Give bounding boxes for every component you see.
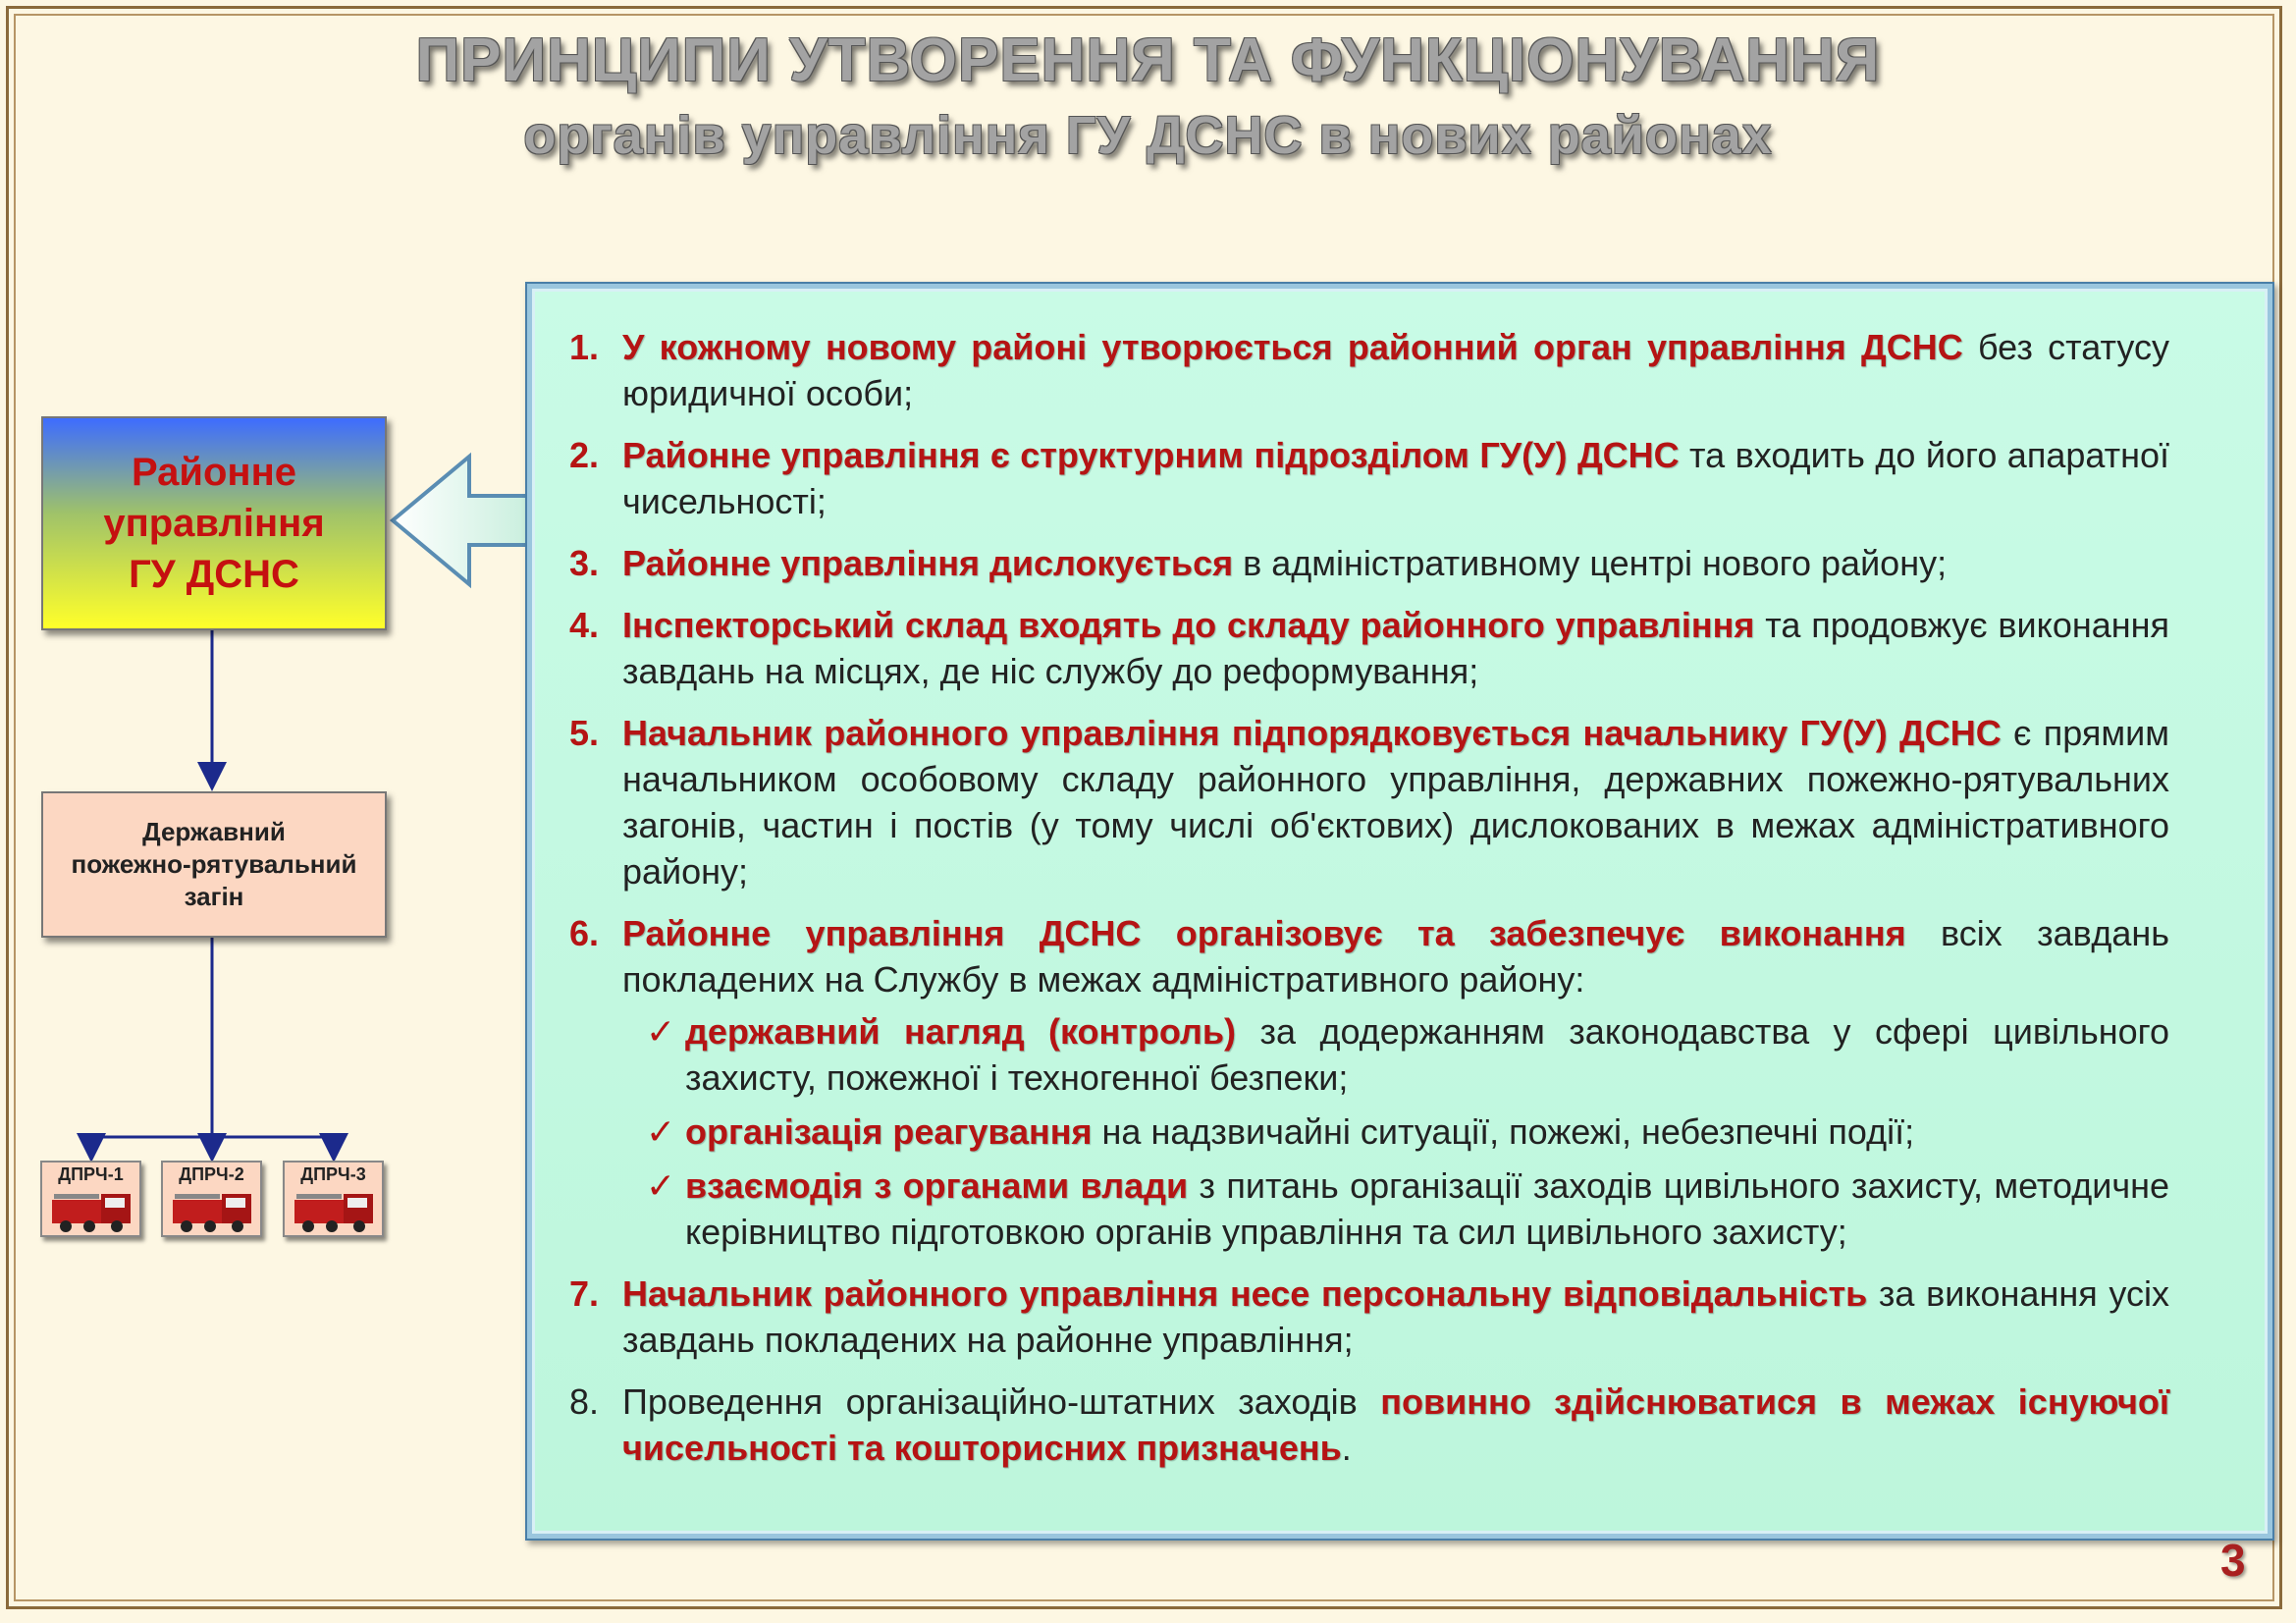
checkmark-icon: ✓ xyxy=(646,1165,676,1206)
item-number: 2. xyxy=(569,435,600,475)
item-text: та продовжує виконання завдань на місцях… xyxy=(622,605,2169,691)
principle-item: 1. У кожному новому районі утворюється р… xyxy=(569,324,2169,416)
principle-item: 6. Районне управління ДСНС організовує т… xyxy=(569,910,2169,1002)
item-text: без статусу юридичної особи; xyxy=(622,327,2169,413)
principle-item: 2. Районне управління є структурним підр… xyxy=(569,432,2169,524)
principle-item: 3. Районне управління дислокується в адм… xyxy=(569,540,2169,586)
item-number: 3. xyxy=(569,543,600,583)
principle-item: 4. Інспекторський склад входять до склад… xyxy=(569,602,2169,694)
item-end: . xyxy=(1341,1428,1352,1468)
main-box-line: Районне xyxy=(132,451,296,494)
item-number: 7. xyxy=(569,1273,600,1314)
sub-text: за додержанням законодавства у сфері цив… xyxy=(685,1011,2170,1098)
principle-item: 7. Начальник районного управління несе п… xyxy=(569,1271,2169,1363)
left-arrow-icon xyxy=(389,452,540,589)
dprch-box-1: ДПРЧ-1 xyxy=(40,1161,141,1237)
dprch-label: ДПРЧ-1 xyxy=(58,1164,124,1184)
item-text: Проведення організаційно-штатних заходів xyxy=(622,1381,1381,1422)
item-highlight: Начальник районного управління підпорядк… xyxy=(622,713,2002,753)
sub-item: ✓ організація реагування на надзвичайні … xyxy=(646,1109,2169,1155)
item-highlight: Начальник районного управління несе перс… xyxy=(622,1273,1868,1314)
item-text: в адміністративному центрі нового району… xyxy=(1233,543,1948,583)
principles-panel xyxy=(525,282,2274,1541)
sub-item: ✓ взаємодія з органами влади з питань ор… xyxy=(646,1163,2169,1255)
item-number: 6. xyxy=(569,913,600,953)
item-highlight: Районне управління ДСНС організовує та з… xyxy=(622,913,1906,953)
principle-item-8: 8. Проведення організаційно-штатних захо… xyxy=(569,1379,2169,1471)
checkmark-icon: ✓ xyxy=(646,1011,676,1052)
item-highlight: Районне управління є структурним підрозд… xyxy=(622,435,1680,475)
sub-highlight: організація реагування xyxy=(685,1111,1093,1152)
sub-item: ✓ державний нагляд (контроль) за додержа… xyxy=(646,1008,2169,1101)
fire-truck-icon xyxy=(294,1194,373,1232)
principle-item: 5. Начальник районного управління підпор… xyxy=(569,710,2169,894)
item-number: 4. xyxy=(569,605,600,645)
dprch-label: ДПРЧ-3 xyxy=(300,1164,366,1184)
item-number: 8. xyxy=(569,1381,600,1422)
dprch-box-3: ДПРЧ-3 xyxy=(283,1161,384,1237)
title-line-1: ПРИНЦИПИ УТВОРЕННЯ ТА ФУНКЦІОНУВАННЯ xyxy=(415,27,1881,94)
fire-truck-icon xyxy=(173,1194,251,1232)
dprch-box-2: ДПРЧ-2 xyxy=(161,1161,262,1237)
item-highlight: Інспекторський склад входять до складу р… xyxy=(622,605,1755,645)
page-frame xyxy=(6,6,2282,1609)
item-highlight: У кожному новому районі утворюється райо… xyxy=(622,327,1963,367)
item-text: за виконання усіх завдань покладених на … xyxy=(622,1273,2169,1360)
zagin-box-line: пожежно-рятувальний xyxy=(71,849,357,879)
item-highlight: повинно здійснюватися в межах існуючої ч… xyxy=(622,1381,2169,1468)
checkmark-icon: ✓ xyxy=(646,1111,676,1152)
sub-highlight: державний нагляд (контроль) xyxy=(685,1011,1236,1052)
sub-highlight: взаємодія з органами влади xyxy=(685,1165,1189,1206)
sub-text: з питань організації заходів цивільного … xyxy=(685,1165,2170,1252)
dprch-label: ДПРЧ-2 xyxy=(179,1164,244,1184)
item-number: 1. xyxy=(569,327,600,367)
fire-truck-icon xyxy=(52,1194,131,1232)
item-text: є прямим начальником особовому складу ра… xyxy=(622,713,2169,892)
sub-text: на надзвичайні ситуації, пожежі, небезпе… xyxy=(1092,1111,1915,1152)
item-text: та входить до його апаратної чисельності… xyxy=(622,435,2169,521)
zagin-box-line: загін xyxy=(184,882,244,911)
title-line-2: органів управління ГУ ДСНС в нових район… xyxy=(523,106,1773,165)
page-number: 3 xyxy=(2220,1535,2246,1586)
district-office-box: Районне управління ГУ ДСНС xyxy=(41,416,387,630)
zagin-box-line: Державний xyxy=(142,817,286,846)
principles-list: 1. У кожному новому районі утворюється р… xyxy=(569,324,2169,1487)
item-number: 5. xyxy=(569,713,600,753)
item-text: всіх завдань покладених на Службу в межа… xyxy=(622,913,2169,1000)
main-box-line: ГУ ДСНС xyxy=(129,553,299,596)
main-box-line: управління xyxy=(103,502,325,545)
fire-rescue-unit-box: Державний пожежно-рятувальний загін xyxy=(41,791,387,938)
item-highlight: Районне управління дислокується xyxy=(622,543,1234,583)
